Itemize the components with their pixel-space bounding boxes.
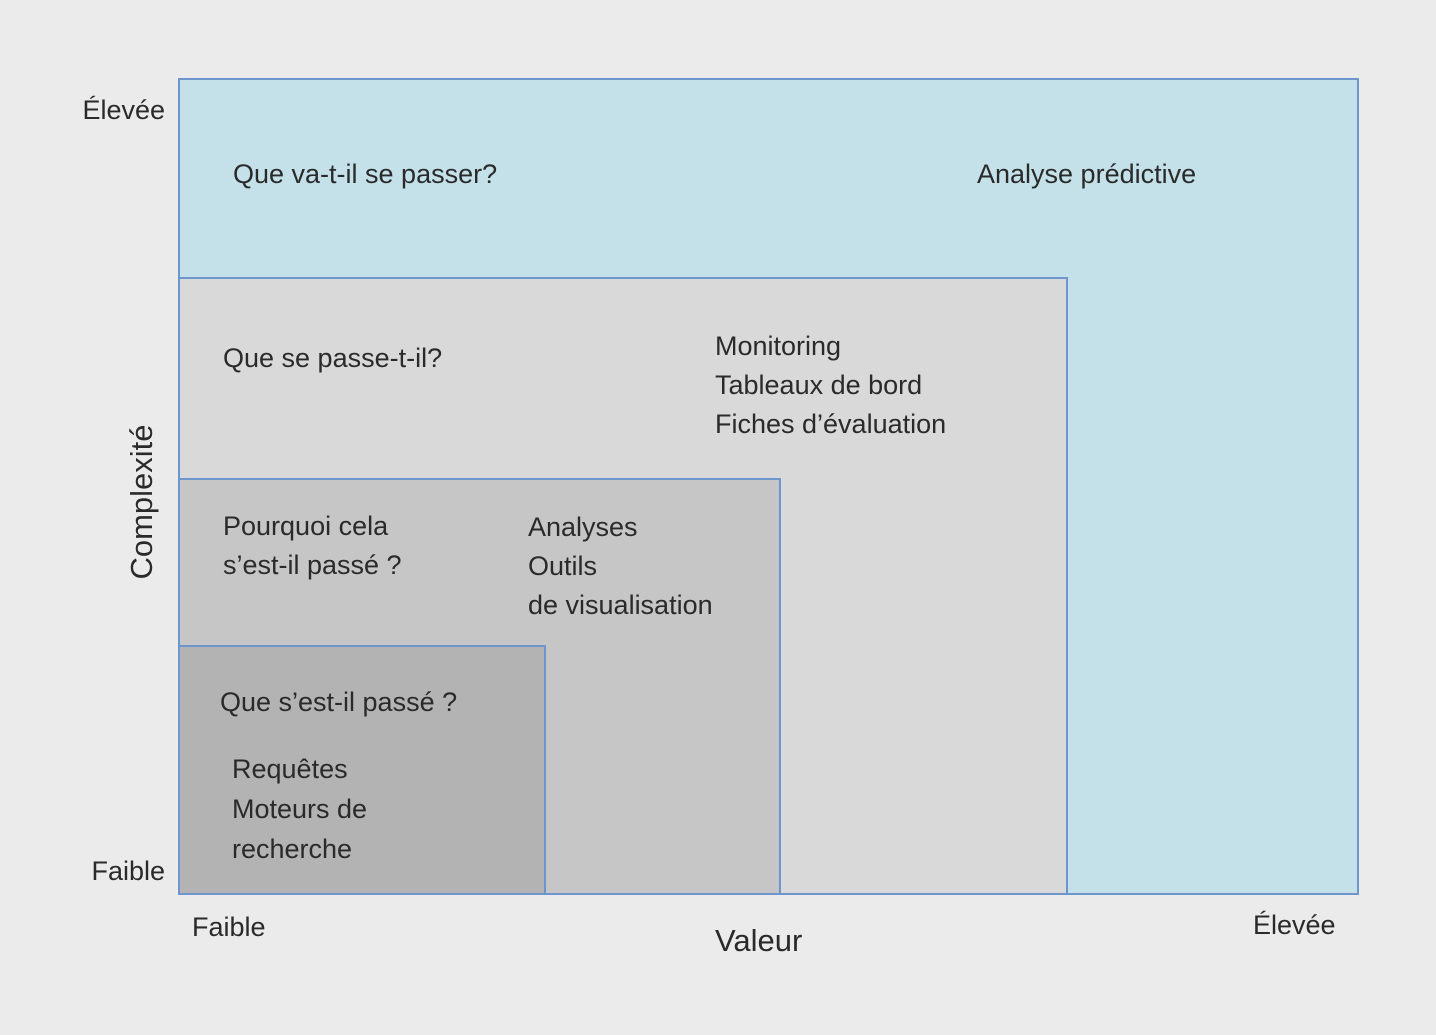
x-axis-low-tick-label: Faible <box>192 912 266 942</box>
tool-item: Tableaux de bord <box>715 370 923 400</box>
x-axis-high-tick-label: Élevée <box>1253 910 1336 940</box>
tools-descriptive: Requêtes Moteurs de recherche <box>232 749 367 869</box>
tool-item: Analyse prédictive <box>977 159 1197 189</box>
tool-item: Fiches d’évaluation <box>715 409 947 439</box>
x-axis-title: Valeur <box>715 923 803 958</box>
question-text: s’est-il passé ? <box>223 550 402 580</box>
y-axis-low-tick-label: Faible <box>91 856 165 886</box>
question-descriptive: Que s’est-il passé ? <box>220 683 457 722</box>
question-monitoring: Que se passe-t-il? <box>223 339 442 378</box>
y-axis-high-tick-label: Élevée <box>82 95 165 125</box>
tools-predictive: Analyse prédictive <box>977 155 1196 194</box>
question-text: Que se passe-t-il? <box>223 343 443 373</box>
tool-item: Requêtes <box>232 754 348 784</box>
tool-item: Outils <box>528 551 598 581</box>
question-text: Pourquoi cela <box>223 511 389 541</box>
tool-item: Moteurs de <box>232 794 368 824</box>
tools-monitoring: Monitoring Tableaux de bord Fiches d’éva… <box>715 327 946 444</box>
tools-diagnostic: Analyses Outils de visualisation <box>528 508 713 625</box>
chart-area: Que va-t-il se passer? Analyse prédictiv… <box>178 78 1359 895</box>
question-diagnostic: Pourquoi cela s’est-il passé ? <box>223 507 402 585</box>
question-predictive: Que va-t-il se passer? <box>233 155 497 194</box>
tool-item: recherche <box>232 834 353 864</box>
box-descriptive <box>178 645 546 895</box>
tool-item: Analyses <box>528 512 638 542</box>
y-axis-title: Complexité <box>124 424 159 580</box>
question-text: Que s’est-il passé ? <box>220 687 458 717</box>
tool-item: Monitoring <box>715 331 842 361</box>
question-text: Que va-t-il se passer? <box>233 159 498 189</box>
tool-item: de visualisation <box>528 590 713 620</box>
